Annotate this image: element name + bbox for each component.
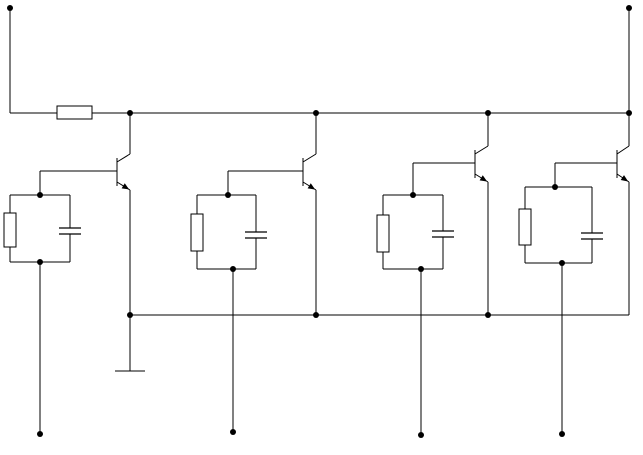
junction-node <box>626 110 632 116</box>
junction-node <box>485 312 491 318</box>
junctions <box>127 110 632 318</box>
junction-node <box>552 184 558 190</box>
junction-node <box>37 192 43 198</box>
stage-3 <box>376 113 489 438</box>
stage-resistor <box>3 212 17 248</box>
terminal-top-right <box>626 5 632 11</box>
stage-resistor <box>376 214 390 253</box>
emitter-arrow-icon <box>479 175 488 182</box>
junction-node <box>559 260 565 266</box>
collector-diagonal <box>302 153 317 163</box>
stage-resistor <box>518 208 532 246</box>
stage-2 <box>190 113 317 435</box>
junction-node <box>313 110 319 116</box>
junction-node <box>313 312 319 318</box>
supply-wiring <box>9 8 630 120</box>
transistor-stages <box>3 113 630 438</box>
terminal-bottom-4 <box>559 431 565 437</box>
emitter-arrow-icon <box>307 183 316 190</box>
terminal-bottom-1 <box>37 431 43 437</box>
series-resistor <box>56 105 93 120</box>
junction-node <box>410 192 416 198</box>
stage-1 <box>3 113 131 437</box>
junction-node <box>485 110 491 116</box>
junction-node <box>225 192 231 198</box>
terminal-bottom-2 <box>230 429 236 435</box>
terminals <box>7 5 632 11</box>
terminal-bottom-3 <box>418 432 424 438</box>
junction-node <box>230 266 236 272</box>
terminal-top-left <box>7 5 13 11</box>
emitter-arrow-icon <box>620 175 629 182</box>
ground-symbol <box>115 315 145 372</box>
junction-node <box>127 110 133 116</box>
junction-node <box>418 266 424 272</box>
stage-resistor <box>190 213 204 252</box>
collector-diagonal <box>116 153 131 163</box>
stage-4 <box>518 113 630 437</box>
emitter-arrow-icon <box>121 183 130 190</box>
junction-node <box>127 312 133 318</box>
collector-diagonal <box>616 145 630 155</box>
junction-node <box>37 259 43 265</box>
collector-diagonal <box>474 145 489 155</box>
